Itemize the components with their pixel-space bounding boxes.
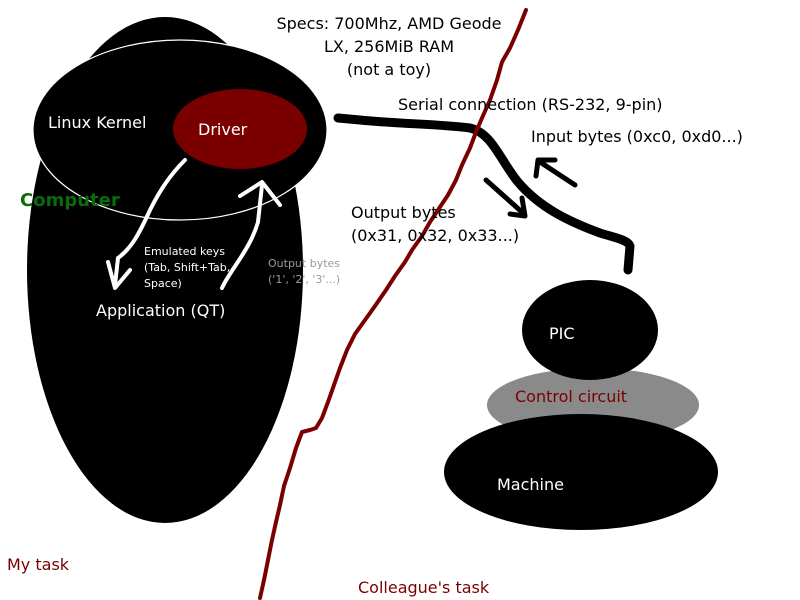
specs-line-1: Specs: 700Mhz, AMD Geode (276, 14, 502, 33)
input-bytes-up-arrow (537, 159, 578, 188)
task-divider-line (258, 8, 528, 600)
serial-connection-label: Serial connection (RS-232, 9-pin) (398, 95, 663, 114)
driver-ellipse (173, 89, 307, 169)
application-label: Application (QT) (96, 301, 226, 320)
input-bytes-label: Input bytes (0xc0, 0xd0...) (531, 127, 743, 146)
output-bytes-arrow (220, 183, 264, 290)
emulated-keys-line-3: Space) (144, 277, 182, 290)
my-task-label: My task (7, 555, 70, 574)
emulated-keys-line-2: (Tab, Shift+Tab, (144, 261, 231, 274)
control-circuit-label: Control circuit (515, 387, 628, 406)
serial-cable (333, 113, 635, 275)
input-bytes-up-arrowhead-icon (533, 157, 558, 179)
output-bytes-label-line-2: (0x31, 0x32, 0x33...) (351, 226, 520, 245)
pic-ellipse (522, 280, 658, 380)
driver-label: Driver (198, 120, 248, 139)
specs-line-3: (not a toy) (346, 60, 432, 79)
machine-label: Machine (497, 475, 564, 494)
emulated-keys-line-1: Emulated keys (144, 245, 225, 258)
machine-ellipse (444, 414, 718, 530)
output-bytes-down-arrowhead-icon (507, 195, 528, 219)
output-bytes-small-line-1: Output bytes (268, 257, 341, 270)
emulated-keys-arrowhead-icon (106, 260, 132, 290)
computer-label: Computer (20, 190, 120, 211)
specs-line-2: LX, 256MiB RAM (323, 37, 455, 56)
output-bytes-arrowhead-icon (238, 180, 282, 207)
colleague-task-label: Colleague's task (358, 578, 490, 597)
output-bytes-label-line-1: Output bytes (351, 203, 456, 222)
emulated-keys-arrow (113, 158, 187, 287)
pic-label: PIC (549, 324, 575, 343)
kernel-label: Linux Kernel (48, 113, 147, 132)
output-bytes-small-line-2: ('1', '2', '3'...) (268, 273, 341, 286)
output-bytes-down-arrow (483, 177, 526, 216)
